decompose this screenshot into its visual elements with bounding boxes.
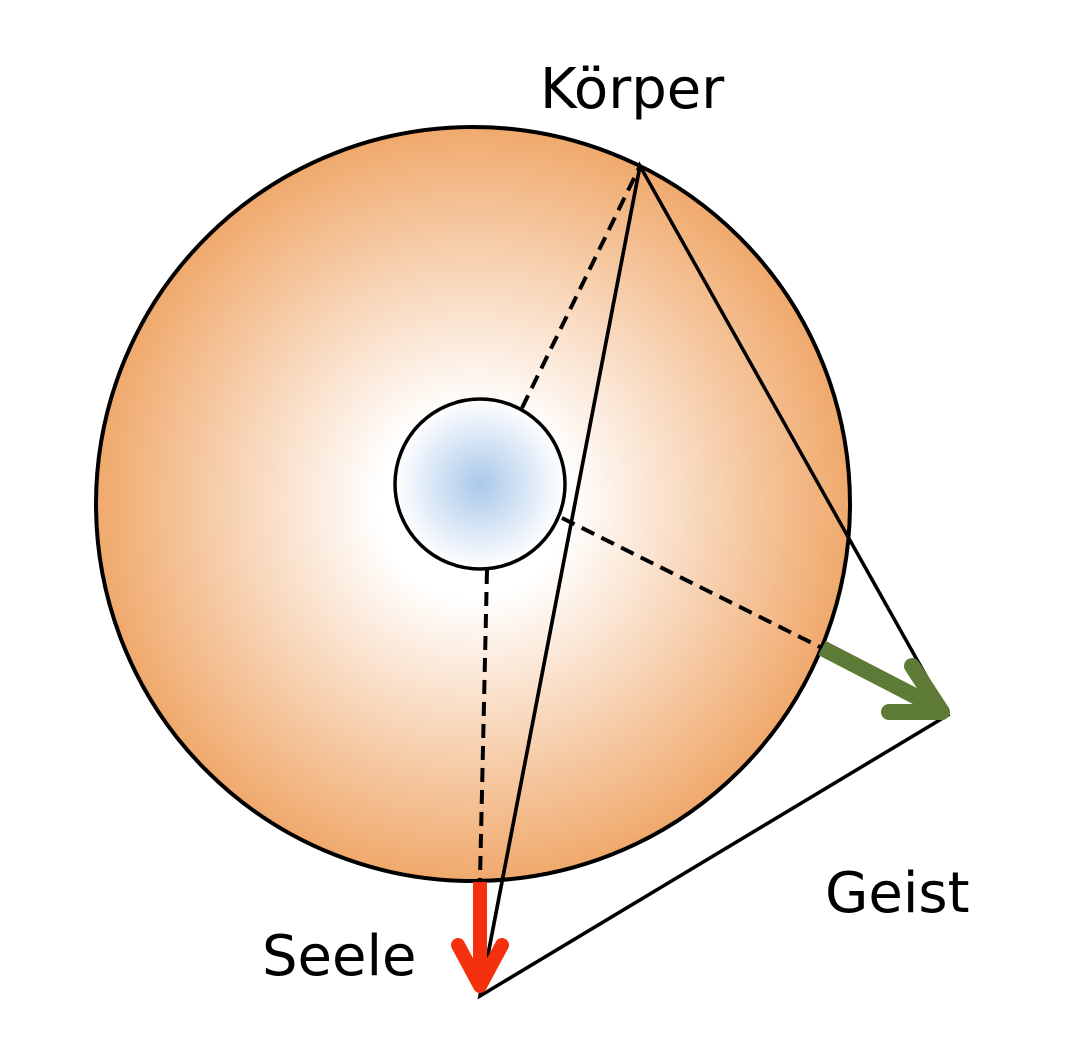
- soul-arrow: [451, 882, 509, 993]
- spirit-arrow: [818, 640, 950, 720]
- label-spirit: Geist: [825, 861, 970, 926]
- dashed-line-to-spirit: [561, 516, 823, 650]
- core-circle: [393, 397, 567, 571]
- label-soul: Seele: [262, 924, 416, 989]
- line-body-to-soul: [478, 165, 642, 997]
- dashed-line-to-body: [520, 165, 642, 409]
- label-body: Körper: [540, 57, 725, 122]
- dashed-line-to-soul: [478, 569, 489, 881]
